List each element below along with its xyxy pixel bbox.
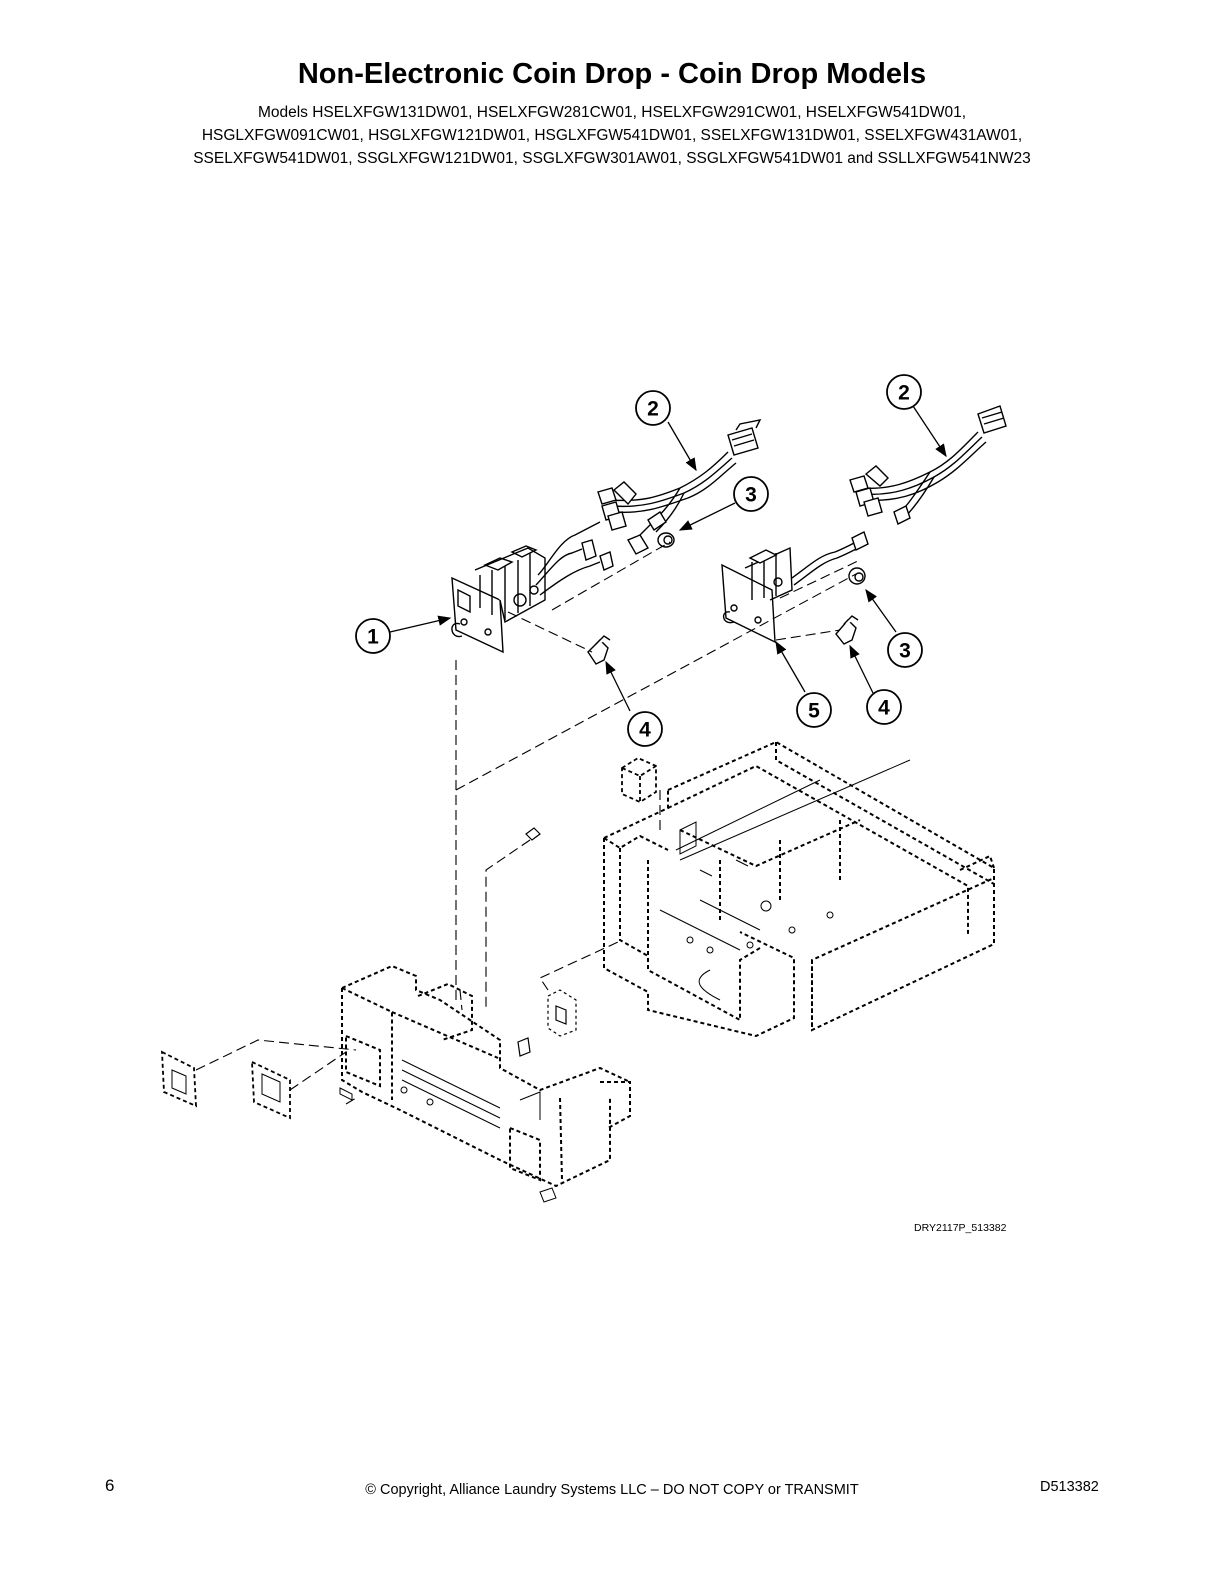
callout-label: 3 [745, 484, 757, 507]
callout-4: 4 [866, 689, 902, 725]
wiring-harness-left [597, 419, 762, 555]
copyright-notice: © Copyright, Alliance Laundry Systems LL… [365, 1482, 859, 1498]
clip-left [587, 635, 611, 665]
callout-1: 1 [355, 618, 391, 654]
callout-label: 3 [899, 640, 911, 663]
callout-circle [635, 390, 671, 426]
callout-2: 2 [635, 390, 671, 426]
base-cabinet-details [659, 759, 911, 1001]
callout-label: 4 [639, 719, 651, 742]
callout-label: 4 [878, 697, 890, 720]
callout-label: 2 [647, 398, 659, 421]
page-title: Non-Electronic Coin Drop - Coin Drop Mod… [297, 58, 927, 90]
decal-plate-details [171, 1069, 281, 1103]
grommet-left [657, 532, 675, 548]
dryer-base-cabinet-phantom [603, 740, 995, 1038]
callout-label: 2 [898, 382, 910, 405]
decal-plates-phantom [161, 1050, 291, 1120]
front-panel-phantom [341, 964, 631, 1188]
callout-circle [887, 632, 923, 668]
coin-box-phantom [621, 756, 657, 804]
phantom-connection-lines [195, 541, 861, 1105]
callout-circle [355, 618, 391, 654]
models-line: HSGLXFGW091CW01, HSGLXFGW121DW01, HSGLXF… [201, 127, 1023, 144]
callout-label: 1 [367, 626, 379, 649]
models-list: Models HSELXFGW131DW01, HSELXFGW281CW01,… [0, 101, 1224, 170]
coin-drop-assembly-left [451, 521, 614, 654]
front-panel-details [339, 1059, 557, 1203]
callout-4: 4 [627, 711, 663, 747]
page-number: 6 [105, 1476, 115, 1495]
coin-drop-assembly-right [721, 531, 869, 644]
callout-leaders [389, 405, 947, 712]
wiring-harness-right [849, 405, 1007, 525]
models-line: Models HSELXFGW131DW01, HSELXFGW281CW01,… [257, 104, 967, 121]
grommet-right [848, 567, 866, 585]
callout-label: 5 [808, 700, 820, 723]
clip-right [835, 615, 859, 645]
callout-3: 3 [887, 632, 923, 668]
models-line: SSELXFGW541DW01, SSGLXFGW121DW01, SSGLXF… [193, 150, 1031, 167]
callout-markers: 1 2 2 3 3 4 4 5 [355, 374, 923, 747]
callout-circle [796, 692, 832, 728]
callout-circle [627, 711, 663, 747]
callout-circle [866, 689, 902, 725]
callout-5: 5 [796, 692, 832, 728]
drawing-id: DRY2117P_513382 [914, 1222, 1007, 1234]
callout-3: 3 [733, 476, 769, 512]
callout-circle [886, 374, 922, 410]
document-number: D513382 [1040, 1479, 1099, 1495]
callout-2: 2 [886, 374, 922, 410]
small-fasteners [517, 827, 577, 1057]
callout-circle [733, 476, 769, 512]
